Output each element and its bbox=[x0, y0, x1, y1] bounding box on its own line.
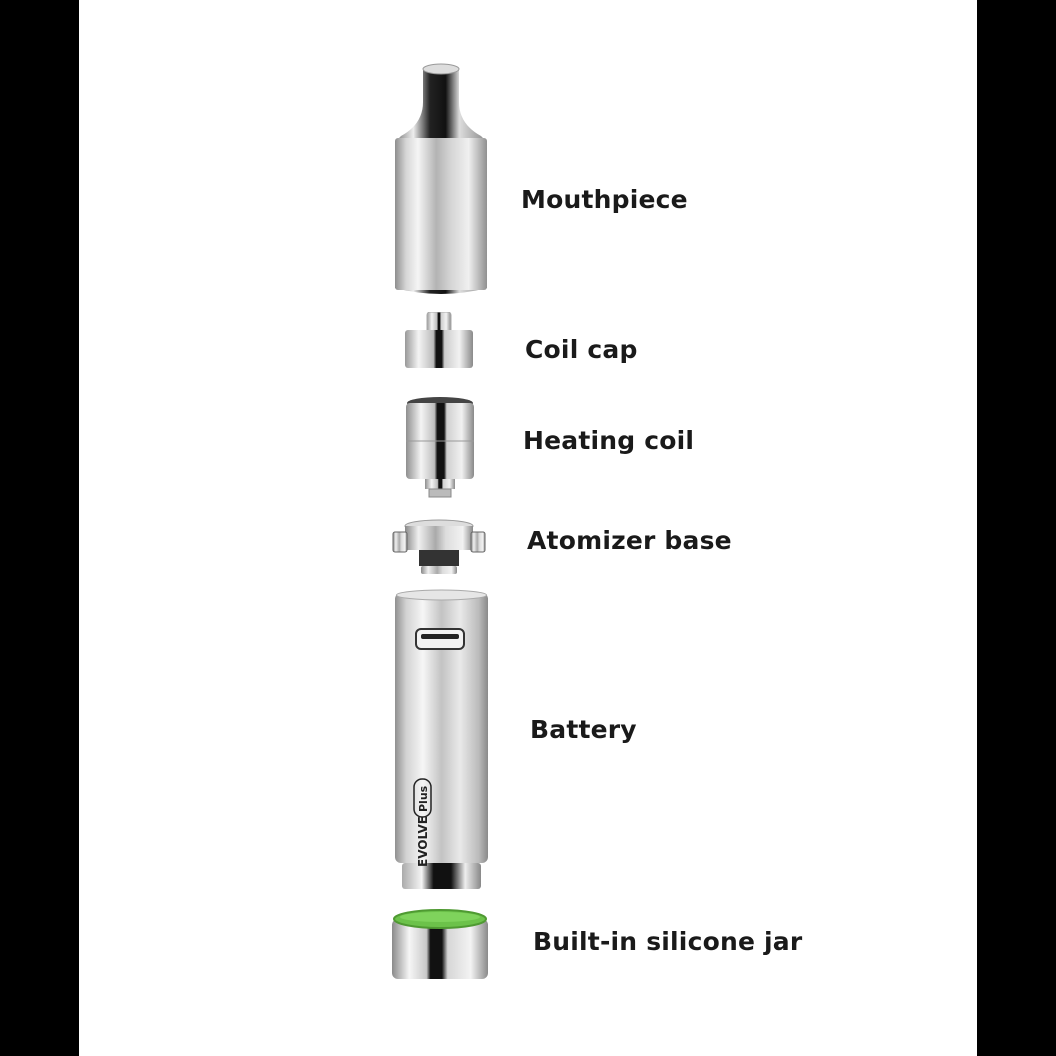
heating-coil-illustration bbox=[406, 397, 474, 498]
mouthpiece-label: Mouthpiece bbox=[521, 185, 688, 214]
coil-cap-illustration bbox=[405, 311, 473, 368]
coil-cap-label: Coil cap bbox=[525, 335, 638, 364]
atomizer-base-illustration bbox=[392, 519, 486, 574]
heating-coil-label: Heating coil bbox=[523, 426, 695, 455]
svg-text:EVOLVE: EVOLVE bbox=[416, 816, 430, 867]
diagram-canvas: Mouthpiece Coil cap bbox=[79, 0, 977, 1056]
atomizer-base-part bbox=[391, 518, 487, 578]
battery-part: EVOLVE Plus bbox=[394, 589, 489, 892]
atomizer-base-label: Atomizer base bbox=[527, 526, 732, 555]
battery-label: Battery bbox=[530, 715, 637, 744]
battery-illustration: EVOLVE Plus bbox=[395, 589, 488, 889]
svg-text:Plus: Plus bbox=[417, 785, 430, 812]
mouthpiece-part bbox=[393, 62, 489, 298]
silicone-jar-illustration bbox=[392, 909, 488, 979]
silicone-jar-label: Built-in silicone jar bbox=[533, 927, 803, 956]
heating-coil-part bbox=[403, 395, 477, 500]
mouthpiece-illustration bbox=[395, 63, 487, 294]
coil-cap-part bbox=[403, 311, 475, 370]
evolve-plus-logo: EVOLVE Plus bbox=[413, 778, 432, 867]
silicone-jar-part bbox=[389, 905, 491, 981]
